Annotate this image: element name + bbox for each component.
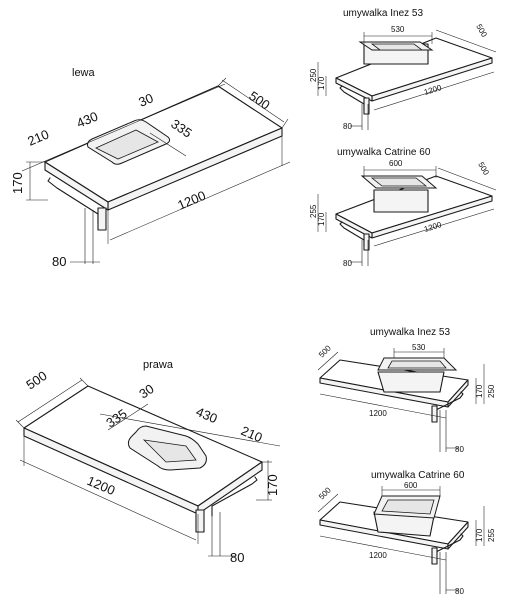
dim-total-height: 250	[309, 68, 318, 82]
countertop-side	[335, 213, 373, 239]
dim-width: 1200	[423, 83, 443, 97]
view-lewa-title: lewa	[72, 67, 96, 79]
dimension-lines	[21, 77, 291, 263]
dim-width: 1200	[369, 409, 387, 418]
dim-depth: 500	[317, 485, 333, 501]
view-catrine-right-title: umywalka Catrine 60	[371, 470, 465, 481]
dim-leg: 80	[343, 259, 352, 268]
sink-bowl-inner	[142, 439, 197, 463]
leg	[431, 547, 438, 565]
dim-basin: 530	[391, 25, 405, 34]
leg	[363, 97, 370, 115]
dimension-lines	[317, 486, 485, 591]
dim-basin-width: 430	[194, 404, 220, 426]
view-catrine-right: umywalka Catrine 60 600 500 255 170 1200…	[317, 470, 496, 596]
dim-height: 170	[475, 528, 484, 542]
leg	[97, 207, 107, 231]
view-inez-right: umywalka Inez 53 530 500 250 170 1200 80	[317, 327, 496, 454]
dim-leg: 80	[52, 254, 66, 269]
dimension-lines	[15, 377, 281, 557]
dim-height: 170	[475, 384, 484, 398]
leg	[195, 509, 205, 533]
dim-basin-width: 430	[74, 108, 100, 130]
dim-left-offset: 210	[239, 423, 265, 445]
dim-width: 1200	[423, 220, 443, 234]
dim-depth: 500	[317, 343, 333, 359]
view-inez-left: umywalka Inez 53 530 500 250 170 1200 80	[309, 8, 497, 131]
basin-body	[377, 371, 445, 393]
view-prawa-title: prawa	[143, 359, 174, 371]
dim-total-height: 255	[487, 528, 496, 542]
dim-leg: 80	[230, 550, 244, 565]
dim-left-offset: 210	[25, 126, 51, 148]
dim-basin: 530	[412, 343, 426, 352]
basin-bowl	[370, 43, 424, 51]
dim-leg: 80	[455, 445, 464, 454]
view-inez-right-title: umywalka Inez 53	[370, 327, 450, 338]
basin-bowl	[370, 177, 428, 187]
basin-body	[373, 189, 429, 213]
basin-bowl	[387, 360, 447, 369]
dim-leg: 80	[343, 122, 352, 131]
dim-basin: 600	[404, 481, 418, 490]
dim-total-height: 250	[487, 384, 496, 398]
dim-height: 170	[265, 474, 280, 496]
countertop-side	[335, 77, 373, 102]
dim-gap: 30	[136, 90, 155, 109]
view-prawa: prawa 500 1200 210 430 30 335 170	[15, 359, 281, 565]
sink-bowl-inner	[95, 129, 159, 160]
dim-depth: 500	[476, 161, 491, 178]
dim-leg: 80	[455, 587, 464, 596]
dim-width: 1200	[369, 551, 387, 560]
view-inez-left-title: umywalka Inez 53	[343, 8, 423, 19]
dim-gap: 30	[136, 381, 156, 402]
leg	[363, 233, 370, 251]
dim-depth: 500	[23, 368, 49, 393]
dim-basin: 600	[389, 159, 403, 168]
view-catrine-left: umywalka Catrine 60 600 500 255 170 1200…	[309, 147, 497, 268]
dim-width: 1200	[175, 188, 207, 213]
dimension-lines	[317, 348, 485, 449]
dim-depth: 500	[474, 23, 489, 40]
countertop-side	[447, 521, 469, 550]
dimension-lines	[317, 29, 497, 127]
view-catrine-left-title: umywalka Catrine 60	[337, 147, 431, 158]
view-lewa: lewa 500 1200 210 43	[10, 67, 291, 269]
dim-width: 1200	[85, 473, 117, 498]
dim-height: 170	[317, 76, 326, 90]
dim-height: 170	[10, 172, 25, 194]
dim-height: 170	[317, 212, 326, 226]
countertop-side	[447, 379, 469, 408]
dimension-lines	[317, 166, 497, 263]
basin-bowl	[381, 499, 435, 515]
leg	[431, 405, 438, 423]
dim-total-height: 255	[309, 204, 318, 218]
